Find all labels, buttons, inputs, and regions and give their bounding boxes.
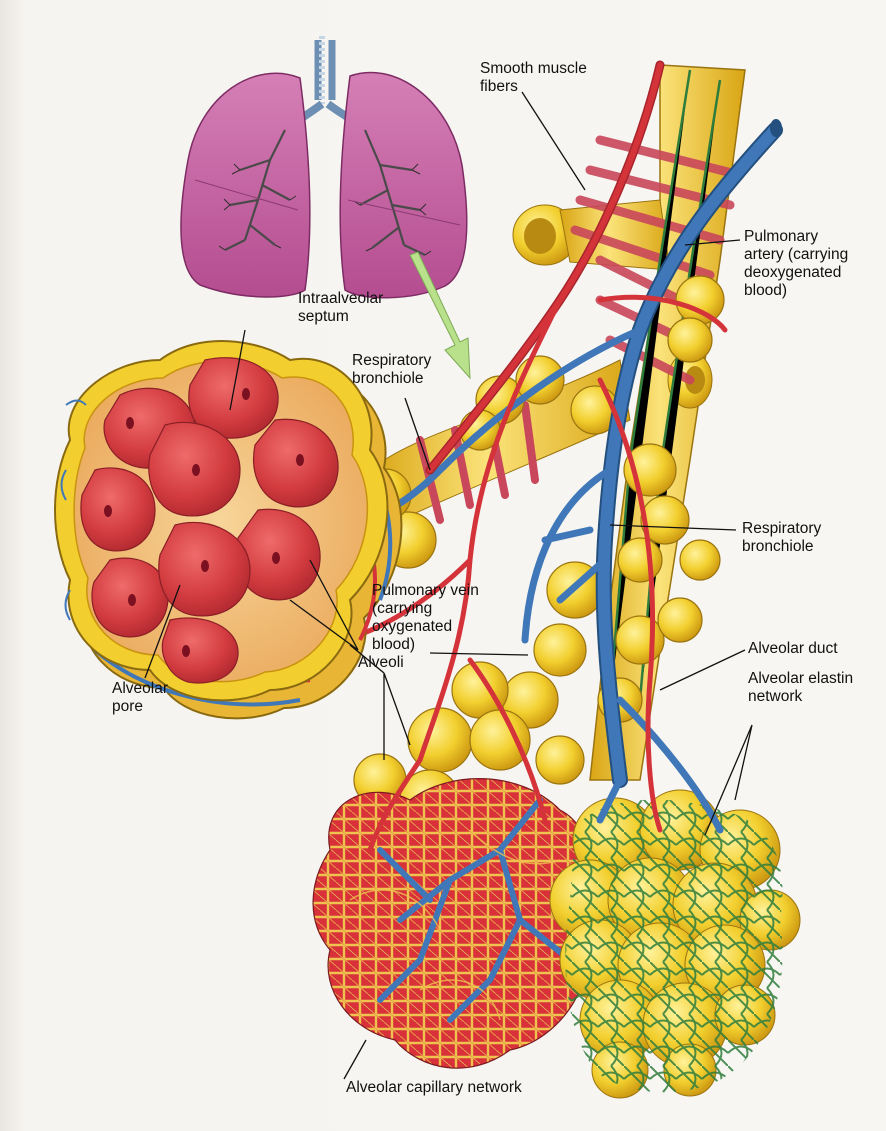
label-alveolar-duct: Alveolar duct <box>748 640 838 658</box>
label-alveolar-capillary-network: Alveolar capillary network <box>346 1079 522 1097</box>
label-alveolar-elastin-network: Alveolar elastin network <box>748 670 853 706</box>
label-smooth-muscle-fibers: Smooth muscle fibers <box>480 60 587 96</box>
label-alveolar-pore: Alveolar pore <box>112 680 168 716</box>
lungs-thumbnail <box>181 36 467 298</box>
elastin-network-cluster <box>550 790 800 1098</box>
label-pulmonary-vein: Pulmonary vein (carrying oxygenated bloo… <box>372 582 479 654</box>
label-respiratory-bronchiole-right: Respiratory bronchiole <box>742 520 821 556</box>
label-alveoli: Alveoli <box>358 654 404 672</box>
label-pulmonary-artery: Pulmonary artery (carrying deoxygenated … <box>744 228 848 300</box>
label-intraalveolar-septum: Intraalveolar septum <box>298 290 383 326</box>
alveolar-sac-cross-section <box>55 341 401 718</box>
capillary-network-cluster <box>313 779 593 1068</box>
label-respiratory-bronchiole-left: Respiratory bronchiole <box>352 352 431 388</box>
